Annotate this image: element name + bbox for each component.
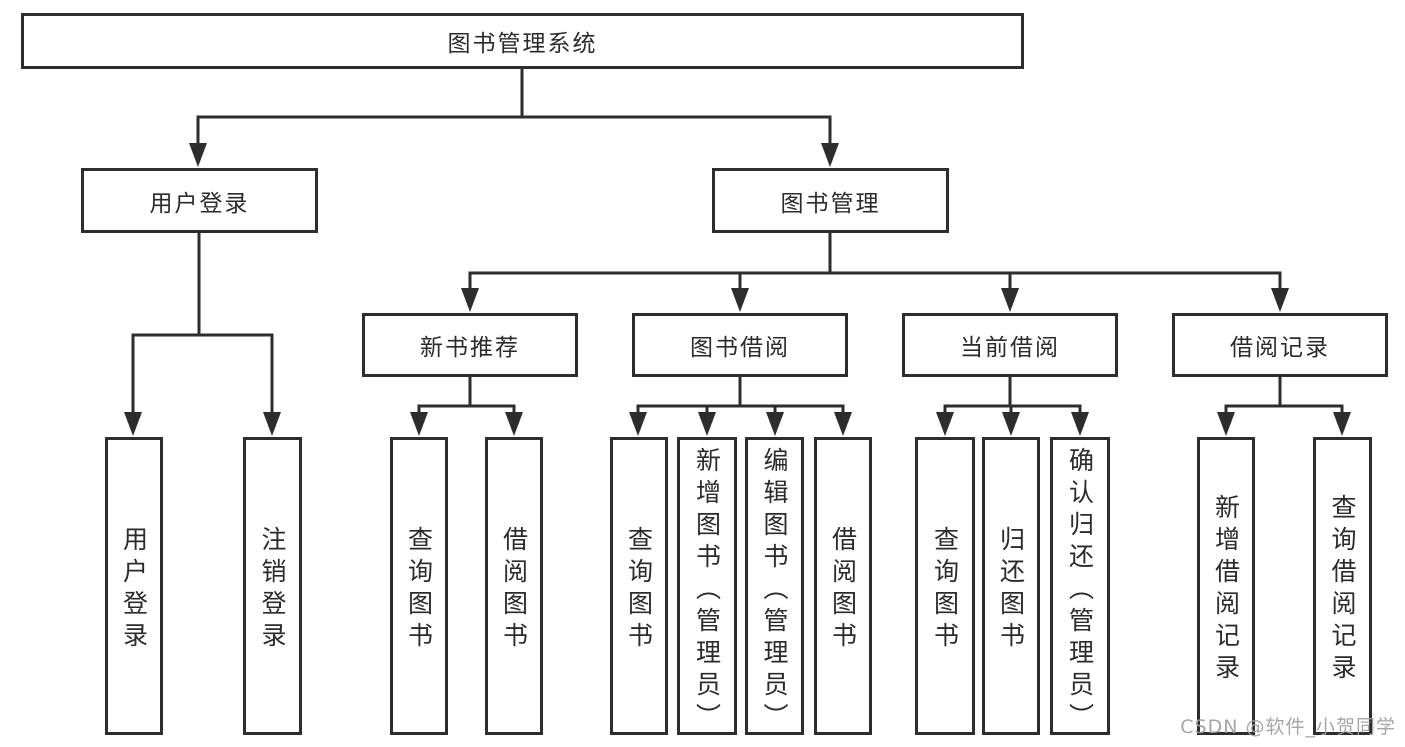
node-current-borrow: 当前借阅 xyxy=(902,313,1118,377)
node-label: 新书推荐 xyxy=(420,335,520,361)
leaf-label: 借阅图书 xyxy=(499,525,529,654)
node-book-management: 图书管理 xyxy=(712,168,949,233)
leaf-label: 查询图书 xyxy=(930,525,960,654)
leaf-br-query-record: 查询借阅记录 xyxy=(1313,437,1372,735)
connector-bookborrow-to-leaves xyxy=(629,377,852,436)
leaf-label: 注销登录 xyxy=(258,525,287,654)
connector-userlogin-to-leaves xyxy=(124,233,281,436)
leaf-label: 用户登录 xyxy=(119,525,149,654)
node-label: 当前借阅 xyxy=(960,335,1060,361)
leaf-cb-return-book: 归还图书 xyxy=(982,437,1040,735)
leaf-label: 编辑图书（管理员） xyxy=(760,447,789,735)
node-user-login: 用户登录 xyxy=(81,168,318,233)
connector-bookmgmt-to-level3 xyxy=(461,233,1289,312)
leaf-br-add-record: 新增借阅记录 xyxy=(1197,437,1255,735)
connector-newbook-to-leaves xyxy=(410,377,523,436)
leaf-nb-borrow-book: 借阅图书 xyxy=(485,437,543,735)
leaf-user-login: 用户登录 xyxy=(105,437,163,735)
leaf-logout-login: 注销登录 xyxy=(243,437,302,735)
node-label: 用户登录 xyxy=(149,190,250,217)
leaf-label: 借阅图书 xyxy=(828,525,858,654)
connector-root-to-level2 xyxy=(189,69,839,167)
leaf-label: 查询借阅记录 xyxy=(1328,493,1357,686)
node-label: 图书管理 xyxy=(780,190,881,217)
connector-borrowrecords-to-leaves xyxy=(1217,377,1351,436)
leaf-label: 查询图书 xyxy=(624,525,654,654)
leaf-cb-confirm-return-admin: 确认归还（管理员） xyxy=(1050,437,1110,735)
leaf-label: 查询图书 xyxy=(404,525,434,654)
node-new-book-recommend: 新书推荐 xyxy=(362,313,578,377)
leaf-label: 归还图书 xyxy=(996,525,1026,654)
node-label: 图书管理系统 xyxy=(447,31,598,57)
csdn-watermark: CSDN @软件_小贺同学 xyxy=(1180,716,1396,738)
leaf-label: 新增图书（管理员） xyxy=(692,447,722,735)
leaf-label: 确认归还（管理员） xyxy=(1065,447,1095,735)
leaf-bb-add-book-admin: 新增图书（管理员） xyxy=(677,437,737,735)
node-label: 图书借阅 xyxy=(690,335,790,361)
node-library-management-system: 图书管理系统 xyxy=(21,13,1024,69)
node-borrow-records: 借阅记录 xyxy=(1172,313,1388,377)
leaf-label: 新增借阅记录 xyxy=(1211,493,1241,686)
leaf-bb-edit-book-admin: 编辑图书（管理员） xyxy=(745,437,804,735)
leaf-bb-borrow-book: 借阅图书 xyxy=(814,437,872,735)
leaf-cb-query-book: 查询图书 xyxy=(915,437,975,735)
leaf-bb-query-book: 查询图书 xyxy=(610,437,668,735)
connector-currentborrow-to-leaves xyxy=(936,377,1089,436)
node-book-borrow: 图书借阅 xyxy=(632,313,848,377)
leaf-nb-query-book: 查询图书 xyxy=(390,437,448,735)
node-label: 借阅记录 xyxy=(1230,335,1330,361)
